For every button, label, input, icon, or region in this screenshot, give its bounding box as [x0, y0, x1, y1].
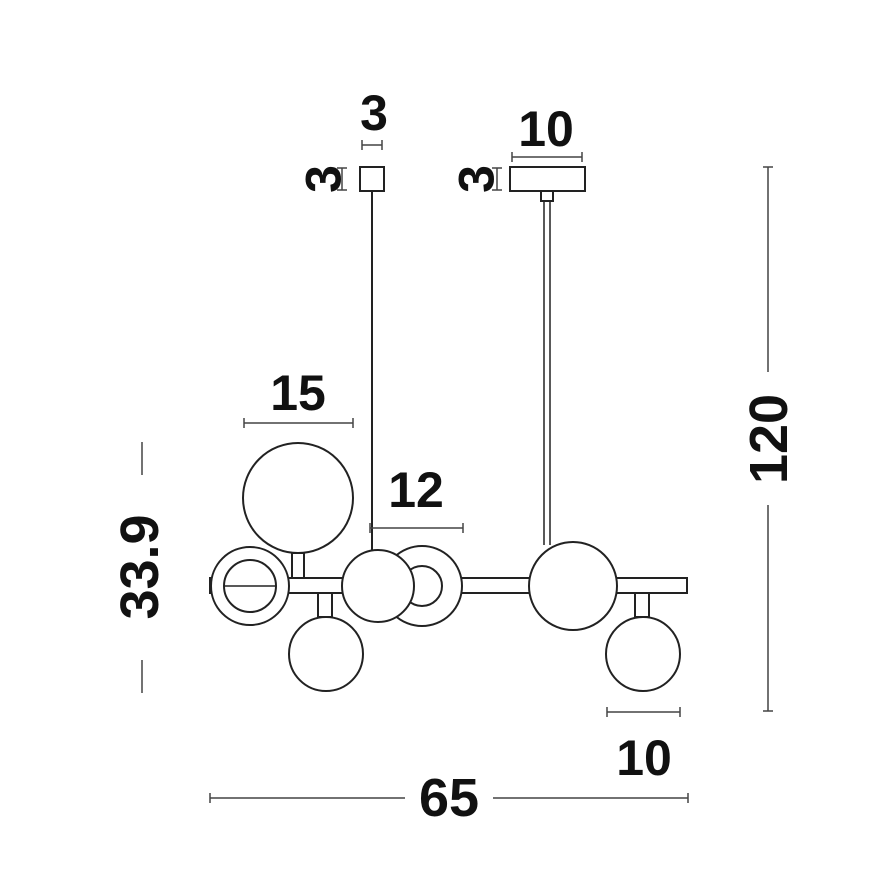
center-globe [341, 549, 415, 623]
dim-canopy-height: 3 [449, 165, 505, 193]
large-globe [242, 442, 354, 579]
canopy-ceiling-mount [509, 166, 586, 545]
dim-large-globe: 15 [243, 365, 354, 428]
lower-right-globe [605, 592, 681, 692]
dim-label-small-globe: 10 [616, 730, 672, 786]
dim-label-canopy-width: 10 [518, 101, 574, 157]
dim-canopy-width: 10 [511, 101, 583, 162]
dim-label-fixture-height: 33.9 [110, 514, 170, 619]
dim-fixture-height: 33.9 [110, 442, 170, 693]
dim-small-mount-width: 3 [360, 85, 388, 150]
dim-label-small-width: 3 [360, 85, 388, 141]
dim-label-total-width: 65 [419, 768, 479, 828]
dim-label-canopy-height: 3 [449, 165, 505, 193]
dim-total-width: 65 [209, 768, 689, 828]
dim-total-height: 120 [739, 166, 799, 712]
dim-mid-globe: 12 [369, 462, 464, 533]
dim-label-total-height: 120 [739, 394, 799, 484]
dim-small-globe: 10 [606, 707, 681, 786]
lower-left-globe [288, 592, 364, 692]
dim-label-small-height: 3 [296, 165, 352, 193]
small-ceiling-mount [359, 166, 385, 552]
left-ring-disc [210, 546, 290, 626]
dim-label-mid-globe: 12 [388, 462, 444, 518]
dim-small-mount-height: 3 [296, 165, 352, 193]
right-bar-globe [528, 541, 618, 631]
dim-label-large-globe: 15 [270, 365, 326, 421]
